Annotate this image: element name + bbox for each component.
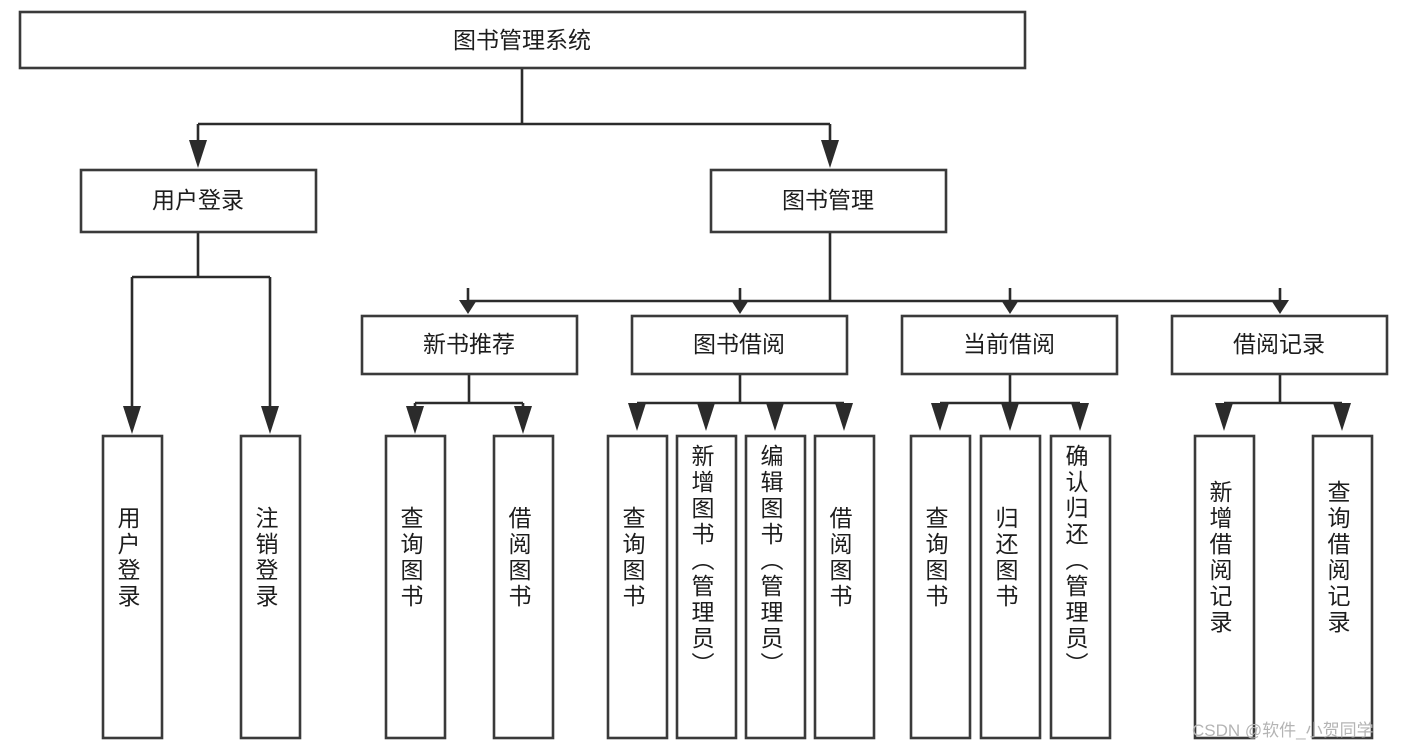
node-box-leaf-new-book-1[interactable] <box>384 434 447 740</box>
arrow-bookborrow-leaf-4 <box>835 403 853 431</box>
arrow-bookborrow-leaf-2 <box>697 403 715 431</box>
node-box-user-login[interactable] <box>79 168 318 234</box>
arrow-borrowrecord-leaf-2 <box>1333 403 1351 431</box>
node-box-leaf-user-login-2[interactable] <box>239 434 302 740</box>
connector-group-current-borrow <box>931 374 1089 431</box>
arrow-newbook-leaf-1 <box>406 406 424 434</box>
arrow-bookmgmt-to-current-borrow <box>1001 300 1019 314</box>
node-box-book-borrow[interactable] <box>630 314 849 376</box>
connector-group-borrow-record <box>1215 374 1351 431</box>
node-label-book-borrow: 图书借阅 <box>693 331 785 357</box>
node-box-new-book-recommend[interactable] <box>360 314 579 376</box>
arrow-currentborrow-leaf-3 <box>1071 403 1089 431</box>
node-box-book-management[interactable] <box>709 168 948 234</box>
connector-group-root <box>189 68 839 168</box>
arrow-root-to-book-mgmt <box>821 140 839 168</box>
node-box-current-borrow[interactable] <box>900 314 1119 376</box>
node-box-leaf-book-borrow-3[interactable] <box>744 434 807 740</box>
arrow-bookmgmt-to-book-borrow <box>731 300 749 314</box>
node-label-root: 图书管理系统 <box>453 27 591 53</box>
node-box-leaf-new-book-2[interactable] <box>492 434 555 740</box>
node-box-leaf-book-borrow-1[interactable] <box>606 434 669 740</box>
node-label-user-login: 用户登录 <box>152 187 244 213</box>
node-label-new-book-recommend: 新书推荐 <box>423 331 515 357</box>
arrow-currentborrow-leaf-1 <box>931 403 949 431</box>
connector-group-book-borrow <box>628 374 853 431</box>
node-box-leaf-book-borrow-4[interactable] <box>813 434 876 740</box>
arrow-userlogin-leaf-1 <box>123 406 141 434</box>
arrow-bookborrow-leaf-1 <box>628 403 646 431</box>
node-label-borrow-record: 借阅记录 <box>1233 331 1325 357</box>
arrow-newbook-leaf-2 <box>514 406 532 434</box>
node-box-leaf-book-borrow-2[interactable] <box>675 434 738 740</box>
connector-group-new-book <box>406 374 532 434</box>
node-box-leaf-borrow-record-1[interactable] <box>1193 434 1256 740</box>
arrow-root-to-user-login <box>189 140 207 168</box>
node-label-current-borrow: 当前借阅 <box>963 331 1055 357</box>
node-box-root[interactable] <box>18 10 1027 70</box>
csdn-watermark: CSDN @软件_小贺同学 <box>1192 721 1374 740</box>
arrow-bookborrow-leaf-3 <box>766 403 784 431</box>
arrow-currentborrow-leaf-2 <box>1001 403 1019 431</box>
arrow-userlogin-leaf-2 <box>261 406 279 434</box>
connector-group-user-login <box>123 232 279 434</box>
connector-group-book-mgmt <box>459 232 1289 314</box>
arrow-bookmgmt-to-borrow-record <box>1271 300 1289 314</box>
arrow-borrowrecord-leaf-1 <box>1215 403 1233 431</box>
node-box-leaf-current-borrow-3[interactable] <box>1049 434 1112 740</box>
node-box-leaf-user-login-1[interactable] <box>101 434 164 740</box>
arrow-bookmgmt-to-new-book <box>459 300 477 314</box>
node-box-leaf-borrow-record-2[interactable] <box>1311 434 1374 740</box>
node-box-leaf-current-borrow-1[interactable] <box>909 434 972 740</box>
node-label-book-management: 图书管理 <box>782 187 874 213</box>
node-box-borrow-record[interactable] <box>1170 314 1389 376</box>
node-box-leaf-current-borrow-2[interactable] <box>979 434 1042 740</box>
